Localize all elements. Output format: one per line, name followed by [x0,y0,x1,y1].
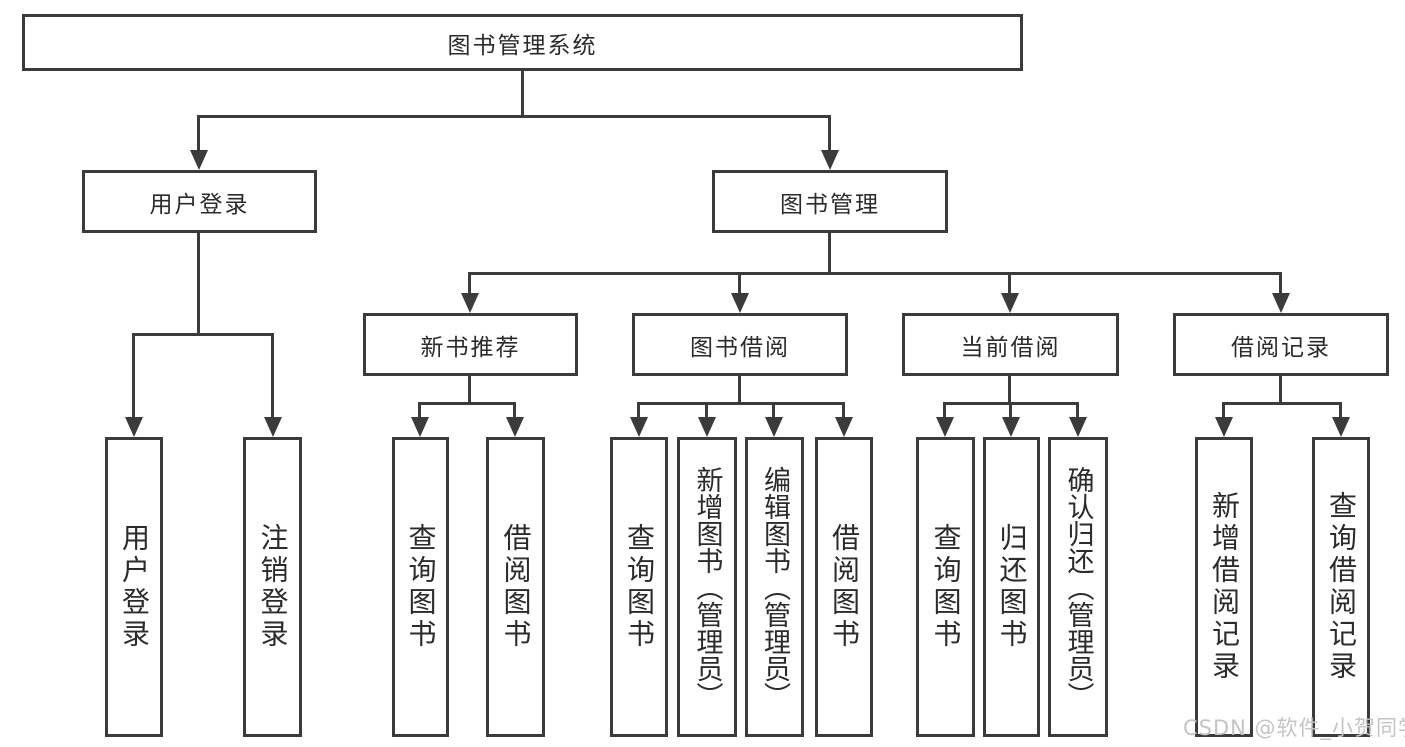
arrow-down-icon [835,417,853,437]
leaf-return-books: 归还图书 [983,437,1040,737]
node-new-book-recommend-label: 新书推荐 [420,334,521,361]
arrow-down-icon [630,417,648,437]
leaf-borrow-books-recommend: 借阅图书 [486,437,545,737]
connector-borrowing-stem [738,376,741,405]
leaf-query-books-borrowing-label: 查询图书 [623,523,656,651]
connector-drop-leaf [772,402,775,419]
leaf-query-books-recommend: 查询图书 [392,437,449,737]
node-new-book-recommend: 新书推荐 [363,313,578,376]
leaf-borrow-books-borrowing-label: 借阅图书 [828,523,861,651]
arrow-down-icon [1215,417,1233,437]
connector-borrowing-hline [637,402,845,405]
connector-drop-leaf [1339,402,1342,419]
connector-drop-leaf [1076,402,1079,419]
arrow-down-icon [1069,417,1087,437]
leaf-logout: 注销登录 [243,437,302,737]
leaf-add-borrow-record: 新增借阅记录 [1195,437,1253,737]
connector-recommend-stem [468,376,471,405]
arrow-down-icon [765,417,783,437]
connector-drop-leaf [637,402,640,419]
leaf-return-books-label: 归还图书 [995,523,1029,651]
leaf-query-books-current: 查询图书 [916,437,975,737]
arrow-down-icon [821,150,839,170]
leaf-query-borrow-record: 查询借阅记录 [1312,437,1370,737]
connector-root-stem [521,70,524,118]
node-root-label: 图书管理系统 [447,32,598,59]
connector-userlogin-hline [132,333,274,336]
leaf-query-books-current-label: 查询图书 [929,523,963,651]
connector-drop-leaf [1009,402,1012,419]
leaf-query-borrow-record-label: 查询借阅记录 [1325,491,1358,683]
arrow-down-icon [411,417,429,437]
leaf-query-books-recommend-label: 查询图书 [404,523,438,651]
node-book-management-label: 图书管理 [780,191,880,218]
arrow-down-icon [936,417,954,437]
csdn-watermark: CSDN @软件_小贺同学 [1183,716,1405,740]
node-user-login-label: 用户登录 [149,191,250,218]
connector-drop-leaf [705,402,708,419]
leaf-edit-books-admin-label: 编辑图书（管理员） [759,465,790,709]
leaf-borrow-books-borrowing: 借阅图书 [815,437,873,737]
connector-root-hline [197,115,831,118]
leaf-borrow-books-recommend-label: 借阅图书 [499,523,533,651]
connector-drop-user-login [197,115,200,156]
node-current-borrowing: 当前借阅 [902,313,1119,376]
node-borrowing-records: 借阅记录 [1173,313,1389,376]
connector-recommend-hline [418,402,516,405]
leaf-add-borrow-record-label: 新增借阅记录 [1208,491,1241,683]
connector-drop-leaf [943,402,946,419]
connector-drop-leaf [513,402,516,419]
arrow-down-icon [731,293,749,313]
leaf-confirm-return-admin-label: 确认归还（管理员） [1062,465,1094,709]
leaf-query-books-borrowing: 查询图书 [610,437,668,737]
arrow-down-icon [1002,417,1020,437]
arrow-down-icon [506,417,524,437]
leaf-edit-books-admin: 编辑图书（管理员） [745,437,804,737]
connector-drop-leaf [132,333,135,419]
connector-drop-level3 [738,272,741,296]
arrow-down-icon [698,417,716,437]
connector-records-hline [1222,402,1342,405]
arrow-down-icon [461,293,479,313]
node-book-borrowing: 图书借阅 [632,313,848,376]
connector-drop-book-management [828,115,831,156]
node-user-login: 用户登录 [82,170,317,233]
arrow-down-icon [190,150,208,170]
connector-drop-leaf [1222,402,1225,419]
leaf-add-books-admin-label: 新增图书（管理员） [691,465,723,709]
connector-drop-level3 [1279,272,1282,296]
connector-drop-leaf [271,333,274,419]
connector-records-stem [1279,376,1282,405]
connector-drop-leaf [842,402,845,419]
node-book-borrowing-label: 图书借阅 [690,334,790,361]
connector-drop-leaf [418,402,421,419]
node-book-management: 图书管理 [712,170,948,233]
connector-bookmgmt-hline [468,272,1282,275]
connector-drop-level3 [468,272,471,296]
arrow-down-icon [1332,417,1350,437]
connector-drop-level3 [1008,272,1011,296]
leaf-logout-label: 注销登录 [256,523,290,651]
arrow-down-icon [1001,293,1019,313]
arrow-down-icon [264,417,282,437]
node-borrowing-records-label: 借阅记录 [1231,334,1331,361]
node-root: 图书管理系统 [22,14,1023,71]
arrow-down-icon [125,417,143,437]
leaf-add-books-admin: 新增图书（管理员） [677,437,737,737]
connector-current-stem [1008,376,1011,405]
leaf-user-login-label: 用户登录 [118,523,151,651]
node-current-borrowing-label: 当前借阅 [960,334,1061,361]
connector-bookmgmt-stem [828,233,831,275]
leaf-confirm-return-admin: 确认归还（管理员） [1048,437,1108,737]
arrow-down-icon [1272,293,1290,313]
connector-userlogin-stem [197,233,200,336]
leaf-user-login: 用户登录 [105,437,163,737]
